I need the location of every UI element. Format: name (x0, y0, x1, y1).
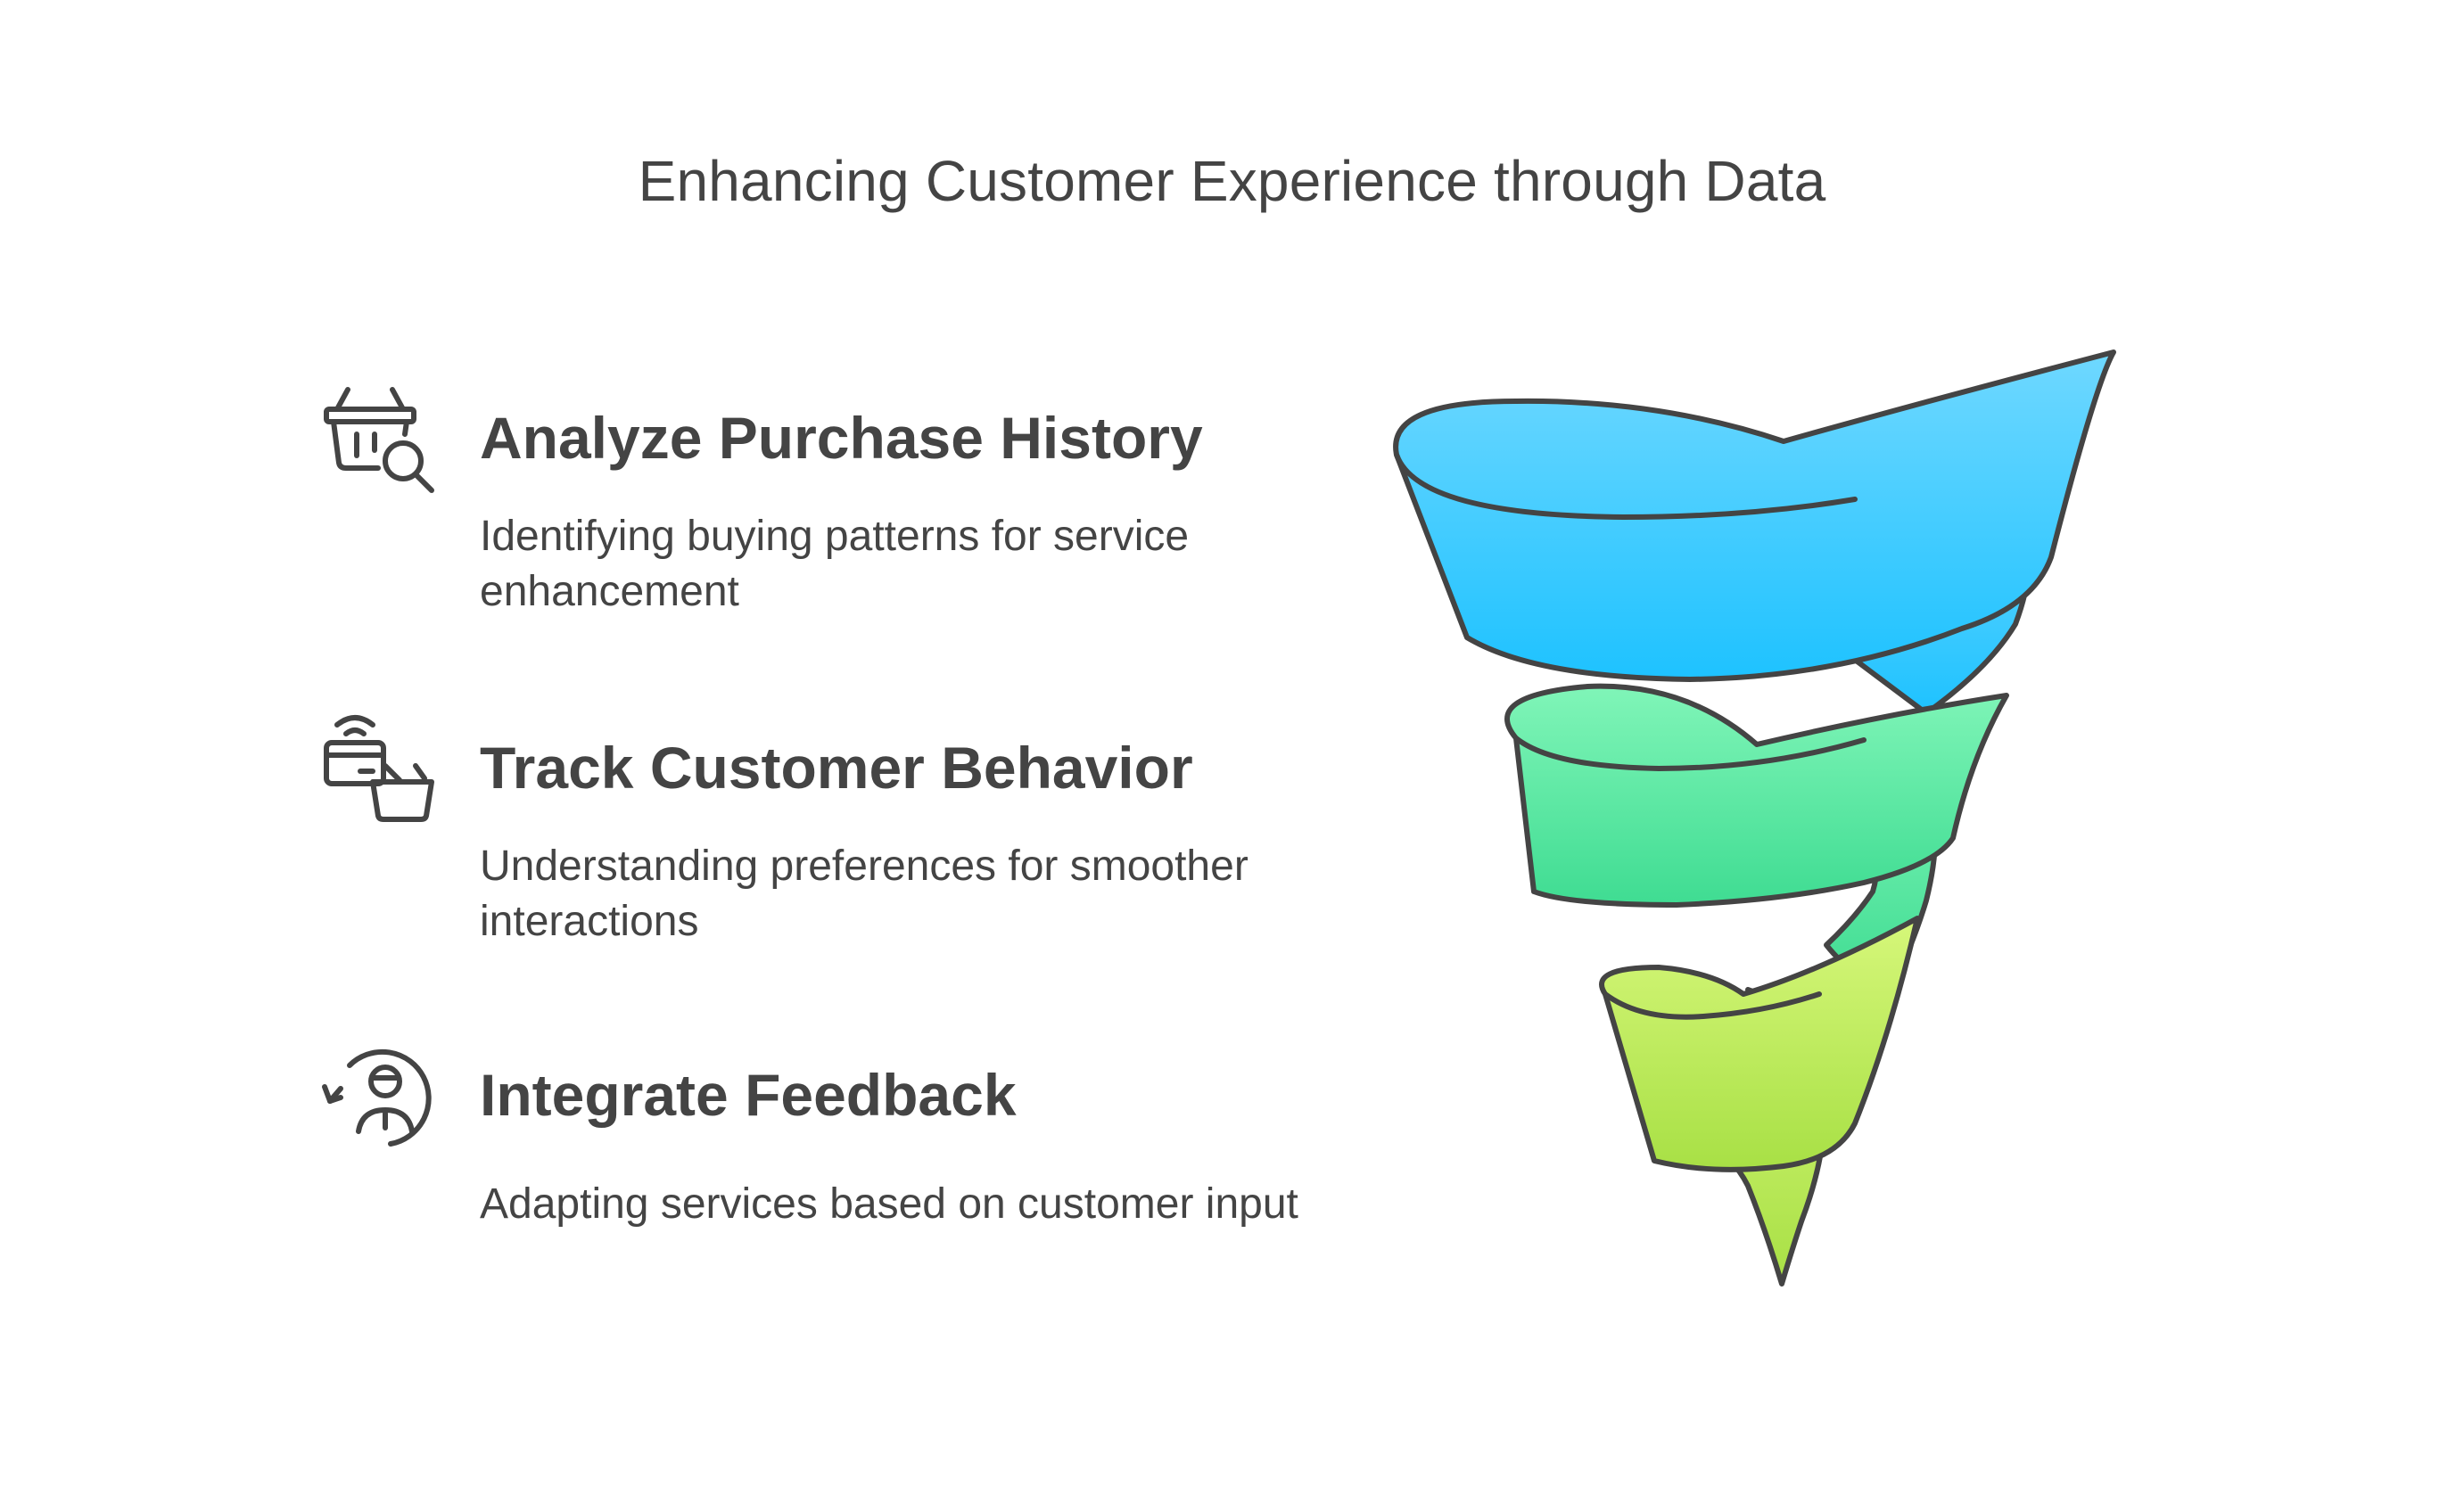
feedback-loop-icon (322, 1048, 432, 1147)
step-description: Adapting services based on customer inpu… (480, 1180, 1298, 1228)
step-heading: Analyze Purchase History (480, 405, 1203, 471)
card-basket-icon (324, 715, 434, 822)
basket-search-icon (324, 387, 434, 493)
spiral-funnel-illustration (1393, 349, 2116, 1287)
step-heading: Track Customer Behavior (480, 735, 1193, 801)
step-heading: Integrate Feedback (480, 1062, 1017, 1128)
funnel-band-green (1504, 683, 2009, 908)
page-title: Enhancing Customer Experience through Da… (638, 149, 1826, 213)
funnel-band-lime (1599, 916, 1920, 1172)
funnel-band-blue (1393, 349, 2116, 682)
step-description: Identifying buying patterns for service … (480, 513, 1190, 615)
step-description: Understanding preferences for smoother i… (480, 843, 1248, 945)
